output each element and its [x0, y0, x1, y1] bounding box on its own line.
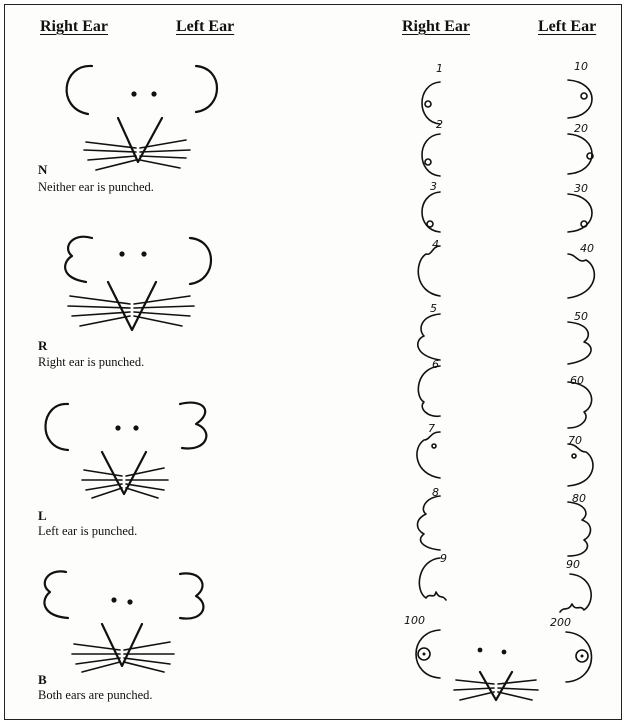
- right-ear-number: 7: [428, 422, 435, 435]
- left-ear-number: 90: [566, 558, 580, 571]
- left-ear-number: 60: [570, 374, 584, 387]
- left-ear-number: 200: [550, 616, 571, 629]
- mouse-face-both-punched: [44, 571, 203, 672]
- left-ear-number: 50: [574, 310, 588, 323]
- left-ear-number: 80: [572, 492, 586, 505]
- left-ear-number: 20: [574, 122, 588, 135]
- right-ear-number: 100: [404, 614, 425, 627]
- left-ear-number: 70: [568, 434, 582, 447]
- mouse-face-neither: [67, 66, 217, 170]
- mouse-face-chart: [454, 648, 538, 700]
- right-ear-number: 8: [432, 486, 439, 499]
- left-ear-number: 10: [574, 60, 588, 73]
- left-ear-number: 30: [574, 182, 588, 195]
- right-ear-number: 5: [430, 302, 437, 315]
- right-ear-number: 1: [436, 62, 443, 75]
- left-ear-number: 40: [580, 242, 594, 255]
- right-ear-column: 1 2 3 4 5 6 7 8 9 100: [404, 62, 447, 678]
- mouse-face-left-punched: [45, 403, 206, 498]
- left-ear-column: 10 20 30 40 50 60 70 80 90 200: [550, 60, 594, 682]
- right-ear-number: 4: [432, 238, 439, 251]
- right-ear-number: 3: [430, 180, 437, 193]
- mouse-face-right-punched: [65, 237, 211, 330]
- right-ear-number: 2: [436, 118, 443, 131]
- right-ear-number: 6: [432, 358, 439, 371]
- right-ear-number: 9: [440, 552, 447, 565]
